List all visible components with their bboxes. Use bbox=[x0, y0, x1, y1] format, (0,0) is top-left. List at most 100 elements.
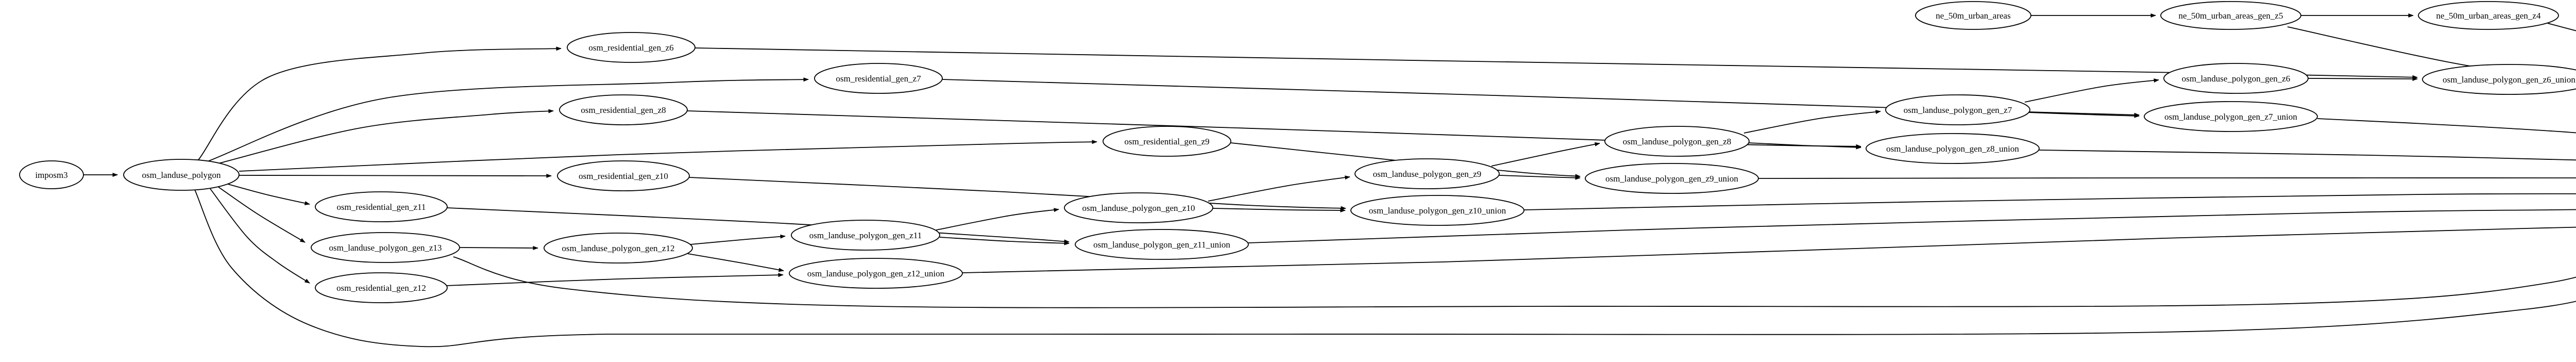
table-ellipse bbox=[1915, 1, 2031, 30]
table-ellipse bbox=[814, 63, 943, 94]
table-label: osm_landuse_polygon_gen_z8 bbox=[1623, 137, 1732, 146]
table-label: osm_landuse_polygon_gen_z13 bbox=[329, 243, 442, 253]
node-osm_residential_gen_z12: osm_residential_gen_z12 bbox=[315, 272, 448, 303]
table-ellipse bbox=[1064, 192, 1213, 223]
table-ellipse bbox=[559, 94, 688, 125]
edge-osm_residential_gen_z10-to-osm_landuse_polygon_gen_z10_union bbox=[689, 177, 1346, 210]
edge-osm_landuse_polygon_gen_z11-to-osm_landuse_polygon_gen_z11_union bbox=[939, 237, 1070, 245]
edge-osm_landuse_polygon-to-osm_residential_gen_z12 bbox=[210, 188, 310, 284]
node-osm_landuse_polygon_gen_z10_union: osm_landuse_polygon_gen_z10_union bbox=[1350, 195, 1524, 226]
node-osm_residential_gen_z10: osm_residential_gen_z10 bbox=[557, 160, 690, 191]
table-label: osm_landuse_polygon_gen_z7_union bbox=[2164, 112, 2297, 122]
table-ellipse bbox=[791, 220, 940, 251]
table-label: ne_50m_urban_areas bbox=[1936, 11, 2010, 21]
node-osm_landuse_polygon_gen_z6: osm_landuse_polygon_gen_z6 bbox=[2163, 63, 2309, 94]
node-ne_50m_urban_areas_gen_z4: ne_50m_urban_areas_gen_z4 bbox=[2418, 1, 2559, 30]
node-ne_50m_urban_areas_gen_z5: ne_50m_urban_areas_gen_z5 bbox=[2160, 1, 2301, 30]
node-imposm3: imposm3 bbox=[19, 160, 84, 189]
edge-osm_residential_gen_z11-to-osm_landuse_polygon_gen_z11_union bbox=[447, 207, 1070, 244]
node-osm_landuse_polygon_gen_z11: osm_landuse_polygon_gen_z11 bbox=[791, 220, 940, 251]
table-label: osm_residential_gen_z11 bbox=[336, 202, 426, 212]
edge-ne_50m_urban_areas_gen_z4-to-layer-row-z4 bbox=[2547, 23, 2576, 31]
node-osm_residential_gen_z6: osm_residential_gen_z6 bbox=[567, 32, 696, 63]
table-ellipse bbox=[1350, 195, 1524, 226]
edge-osm_landuse_polygon-to-osm_residential_gen_z10 bbox=[239, 173, 552, 178]
node-osm_landuse_polygon_gen_z9: osm_landuse_polygon_gen_z9 bbox=[1354, 158, 1500, 189]
table-label: osm_landuse_polygon_gen_z11_union bbox=[1093, 240, 1230, 250]
table-label: osm_landuse_polygon_gen_z9_union bbox=[1605, 174, 1738, 184]
table-label: osm_landuse_polygon_gen_z11 bbox=[809, 231, 922, 240]
node-osm_residential_gen_z9: osm_residential_gen_z9 bbox=[1103, 126, 1231, 157]
table-label: ne_50m_urban_areas_gen_z5 bbox=[2179, 11, 2283, 21]
edge-osm_landuse_polygon-to-osm_residential_gen_z9 bbox=[239, 140, 1097, 172]
table-ellipse bbox=[2144, 101, 2318, 132]
node-osm_landuse_polygon_gen_z12: osm_landuse_polygon_gen_z12 bbox=[544, 233, 693, 264]
table-label: osm_residential_gen_z9 bbox=[1124, 137, 1209, 146]
edge-osm_residential_gen_z7-to-osm_landuse_polygon_gen_z7_union bbox=[942, 79, 2140, 117]
node-osm_residential_gen_z7: osm_residential_gen_z7 bbox=[814, 63, 943, 94]
table-ellipse bbox=[311, 232, 460, 263]
edge-osm_landuse_polygon_gen_z8-to-osm_landuse_polygon_gen_z7 bbox=[1743, 110, 1881, 134]
table-label: osm_landuse_polygon_gen_z6_union bbox=[2443, 75, 2575, 85]
table-label: osm_residential_gen_z10 bbox=[579, 171, 668, 181]
edge-osm_landuse_polygon_gen_z10_union-to-layer-row-z10 bbox=[1523, 193, 2576, 210]
node-osm_landuse_polygon_gen_z11_union: osm_landuse_polygon_gen_z11_union bbox=[1075, 229, 1249, 260]
table-label: osm_landuse_polygon_gen_z10 bbox=[1082, 203, 1195, 213]
node-osm_landuse_polygon_gen_z12_union: osm_landuse_polygon_gen_z12_union bbox=[789, 258, 963, 289]
node-osm_landuse_polygon_gen_z13: osm_landuse_polygon_gen_z13 bbox=[311, 232, 460, 263]
node-osm_landuse_polygon_gen_z7: osm_landuse_polygon_gen_z7 bbox=[1885, 94, 2030, 125]
table-ellipse bbox=[2418, 1, 2559, 30]
edge-osm_landuse_polygon_gen_z7-to-osm_landuse_polygon_gen_z6 bbox=[2024, 78, 2159, 103]
table-label: osm_landuse_polygon_gen_z12 bbox=[562, 243, 674, 253]
node-osm_landuse_polygon_gen_z10: osm_landuse_polygon_gen_z10 bbox=[1064, 192, 1213, 223]
table-ellipse bbox=[1354, 158, 1500, 189]
edge-osm_landuse_polygon_gen_z9-to-osm_landuse_polygon_gen_z8 bbox=[1491, 142, 1600, 167]
table-ellipse bbox=[2422, 64, 2576, 95]
edge-osm_landuse_polygon-to-osm_residential_gen_z11 bbox=[224, 183, 310, 205]
table-ellipse bbox=[1103, 126, 1231, 157]
table-label: osm_landuse_polygon_gen_z12_union bbox=[807, 269, 945, 278]
table-ellipse bbox=[19, 160, 84, 189]
edge-osm_landuse_polygon-to-osm_residential_gen_z8 bbox=[216, 109, 554, 164]
edge-osm_landuse_polygon_gen_z6-to-osm_landuse_polygon_gen_z6_union bbox=[2308, 76, 2418, 81]
nodes: imposm3 osm_landuse_polygon osm_residentia… bbox=[19, 1, 2576, 303]
edge-osm_residential_gen_z12-to-osm_landuse_polygon_gen_z12_union bbox=[446, 273, 784, 286]
edge-osm_landuse_polygon_gen_z13-to-layer-row-z13 bbox=[453, 256, 2576, 308]
edge-osm_landuse_polygon_gen_z10-to-osm_landuse_polygon_gen_z10_union bbox=[1212, 208, 1346, 212]
node-osm_landuse_polygon_gen_z8_union: osm_landuse_polygon_gen_z8_union bbox=[1866, 133, 2040, 164]
table-ellipse bbox=[1885, 94, 2030, 125]
node-osm_residential_gen_z11: osm_residential_gen_z11 bbox=[315, 191, 448, 222]
table-ellipse bbox=[2163, 63, 2309, 94]
table-ellipse bbox=[567, 32, 696, 63]
edge-osm_residential_gen_z8-to-osm_landuse_polygon_gen_z8_union bbox=[687, 110, 1861, 149]
table-label: osm_residential_gen_z12 bbox=[336, 283, 426, 293]
table-ellipse bbox=[1604, 126, 1750, 157]
table-label: osm_residential_gen_z8 bbox=[581, 105, 666, 115]
table-ellipse bbox=[1866, 133, 2040, 164]
node-ne_50m_urban_areas: ne_50m_urban_areas bbox=[1915, 1, 2031, 30]
edge-osm_landuse_polygon_gen_z7_union-to-layer-row-z7 bbox=[2317, 118, 2576, 134]
edge-osm_landuse_polygon_gen_z12-to-osm_landuse_polygon_gen_z12_union bbox=[687, 253, 784, 272]
table-label: osm_residential_gen_z7 bbox=[836, 74, 921, 84]
table-ellipse bbox=[2160, 1, 2301, 30]
edge-osm_landuse_polygon-to-osm_residential_gen_z6 bbox=[198, 46, 562, 160]
table-ellipse bbox=[1075, 229, 1249, 260]
table-label: osm_landuse_polygon_gen_z9 bbox=[1373, 169, 1482, 179]
edge-osm_landuse_polygon-to-osm_landuse_polygon_gen_z13 bbox=[217, 186, 306, 243]
edge-osm_landuse_polygon_gen_z11-to-osm_landuse_polygon_gen_z10 bbox=[936, 208, 1059, 231]
edge-osm_landuse_polygon-to-osm_residential_gen_z7 bbox=[206, 77, 809, 162]
table-label: osm_landuse_polygon_gen_z8_union bbox=[1886, 144, 2019, 154]
edge-osm_residential_gen_z6-to-osm_landuse_polygon_gen_z6_union bbox=[694, 47, 2418, 79]
node-osm_landuse_polygon_gen_z6_union: osm_landuse_polygon_gen_z6_union bbox=[2422, 64, 2576, 95]
node-osm_landuse_polygon_gen_z8: osm_landuse_polygon_gen_z8 bbox=[1604, 126, 1750, 157]
table-ellipse bbox=[315, 191, 448, 222]
edge-osm_landuse_polygon_gen_z11_union-to-layer-row-z11 bbox=[1248, 209, 2576, 243]
table-label: osm_landuse_polygon bbox=[142, 170, 221, 180]
table-label: osm_landuse_polygon_gen_z6 bbox=[2182, 74, 2291, 84]
edges bbox=[83, 13, 2576, 348]
table-label: osm_residential_gen_z6 bbox=[588, 43, 673, 53]
table-ellipse bbox=[789, 258, 963, 289]
edge-osm_landuse_polygon_gen_z9-to-osm_landuse_polygon_gen_z9_union bbox=[1499, 175, 1581, 180]
